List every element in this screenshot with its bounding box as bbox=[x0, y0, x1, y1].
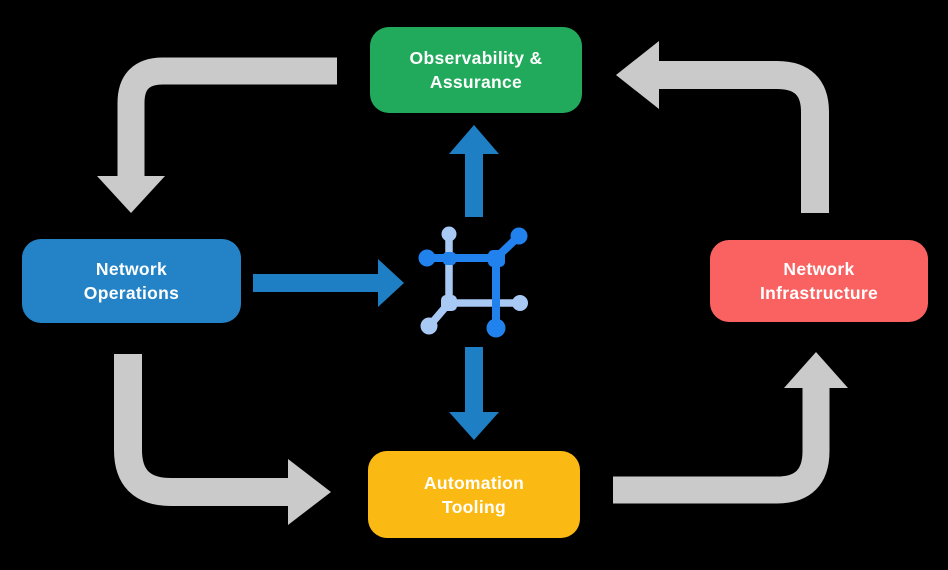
cycle-arrow-top-right-icon bbox=[616, 41, 829, 213]
network-mesh-light-branch bbox=[420, 226, 528, 335]
node-label: Network bbox=[783, 259, 855, 279]
node-network-infrastructure: Network Infrastructure bbox=[710, 240, 928, 322]
flow-arrow-right-icon bbox=[253, 259, 404, 307]
node-observability-assurance: Observability & Assurance bbox=[370, 27, 582, 113]
node-label: Operations bbox=[83, 283, 180, 303]
flow-arrow-up-icon bbox=[449, 125, 499, 217]
node-label: Assurance bbox=[429, 72, 523, 92]
node-label: Tooling bbox=[442, 496, 506, 517]
node-label: Observability & bbox=[409, 48, 543, 68]
cycle-arrow-top-left-icon bbox=[97, 57, 337, 213]
network-mesh-icon bbox=[418, 226, 528, 338]
flow-arrow-down-icon bbox=[449, 347, 499, 440]
node-label: Infrastructure bbox=[760, 283, 878, 303]
node-automation-tooling: Automation Tooling bbox=[368, 451, 580, 538]
node-label: Automation bbox=[423, 472, 525, 493]
node-label: Network bbox=[95, 259, 168, 279]
cycle-arrow-bottom-left-icon bbox=[114, 354, 331, 525]
cycle-arrow-bottom-right-icon bbox=[613, 352, 848, 504]
network-mesh-dark-branch bbox=[418, 227, 528, 338]
node-network-operations: Network Operations bbox=[22, 239, 241, 323]
